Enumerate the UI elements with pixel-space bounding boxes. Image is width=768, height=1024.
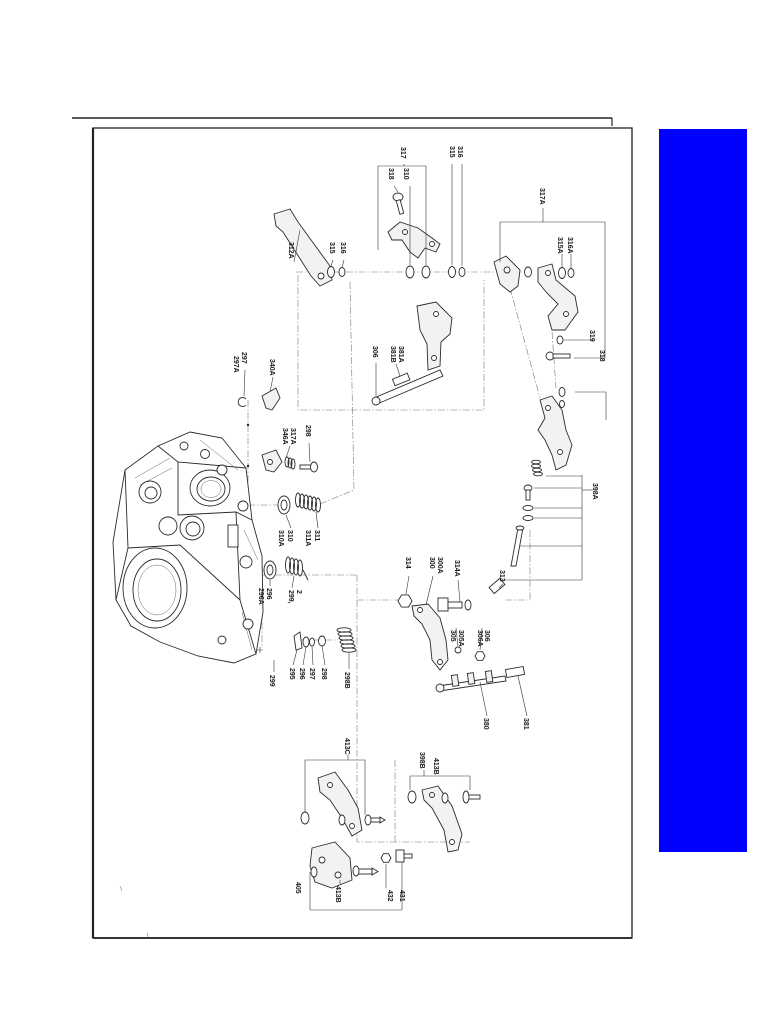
connecting-rod	[371, 369, 444, 406]
callout-label: 398A	[591, 483, 598, 500]
idle-lever-assembly	[387, 192, 466, 279]
callout-label: 318	[387, 168, 394, 180]
callout-label: 310	[402, 168, 409, 180]
page-frame	[72, 117, 633, 939]
callout-label: 297A	[232, 356, 239, 373]
callout-label: 297	[240, 352, 247, 364]
callout-label: 296	[298, 668, 305, 680]
callout-label: 316A	[566, 237, 573, 254]
callout-label: 306	[483, 630, 490, 642]
callout-label: 306A	[476, 630, 483, 647]
callout-label: 413C	[343, 738, 350, 755]
choke-lever-small	[261, 449, 296, 473]
side-panel	[659, 129, 747, 852]
registration-mark	[257, 647, 263, 653]
callout-label: 298B	[343, 672, 350, 689]
callout-label: 305A	[457, 630, 464, 647]
callout-label: 300	[428, 557, 435, 569]
screw-298	[299, 461, 318, 473]
lever-340a	[261, 387, 281, 411]
callout-label: 413B	[334, 886, 341, 903]
leader-lines	[243, 164, 607, 911]
callout-label: 319	[588, 330, 595, 342]
mounting-bracket-assembly	[309, 841, 413, 889]
callout-label: 298	[304, 425, 311, 437]
bracket-413c-assembly	[300, 771, 386, 837]
fast-idle-cam-assembly	[510, 387, 573, 567]
pin-and-washers	[293, 631, 326, 651]
callout-label: 296	[265, 588, 272, 600]
pump-rod	[435, 670, 507, 693]
callout-label: 306	[371, 346, 378, 358]
return-spring	[295, 492, 321, 513]
callout-label: 405	[294, 882, 301, 894]
callout-label: 317A	[289, 428, 296, 445]
callout-label: 316	[339, 242, 346, 254]
callout-label: 315A	[556, 237, 563, 254]
callout-label: 317A	[538, 188, 545, 205]
callout-label: 413B	[432, 758, 439, 775]
bracket-413b-assembly	[407, 785, 481, 853]
callout-label: 432	[386, 890, 393, 902]
scan-mark	[119, 885, 149, 938]
retaining-clip	[237, 397, 247, 407]
pump-lever-assembly	[397, 594, 486, 671]
washer	[338, 267, 346, 277]
washer	[327, 266, 335, 278]
callout-label: 295	[288, 668, 295, 680]
callout-label: 398B	[418, 752, 425, 769]
callout-label: 314	[404, 557, 411, 569]
callout-label: 310A	[277, 530, 284, 547]
callout-label: 300A	[436, 557, 443, 574]
callout-label: 311A	[304, 530, 311, 546]
callout-label: 318	[598, 350, 605, 362]
callout-label: 315	[448, 146, 455, 158]
callout-label: 313	[498, 570, 505, 582]
callout-label: 2	[295, 590, 302, 594]
choke-lever-assembly	[493, 255, 579, 361]
callout-label: 311	[313, 530, 320, 541]
callout-label: 314A	[453, 560, 460, 577]
callout-label: 340A	[268, 359, 275, 376]
callout-label: 299	[268, 675, 275, 687]
bushing-296	[263, 560, 277, 580]
bushing-310	[277, 495, 291, 515]
bushing	[488, 577, 506, 595]
callout-label: 298	[320, 668, 327, 680]
callout-label: 380	[482, 718, 489, 730]
spring-298b	[336, 627, 357, 653]
reference-dot	[246, 464, 250, 468]
callout-label: 305	[449, 630, 456, 642]
callout-labels: 317 318 310 316 315 312A 315 316 317A 31…	[232, 146, 605, 903]
linkage-bracket	[416, 301, 453, 371]
rod-sleeve	[504, 665, 526, 679]
callout-label: 346A	[281, 428, 288, 445]
carburetor-body	[112, 431, 264, 664]
callout-label: 381	[522, 718, 529, 730]
callout-label: 312A	[287, 242, 294, 259]
throttle-spring	[285, 556, 309, 581]
callout-label: 381A	[397, 346, 404, 363]
callout-label: 315	[328, 242, 335, 254]
callout-label: 296A	[257, 588, 264, 605]
callout-label: 381B	[389, 346, 396, 363]
callout-label: 431	[398, 890, 405, 902]
throttle-lever	[273, 208, 333, 287]
callout-label: 297	[308, 668, 315, 680]
callout-label: 310	[286, 530, 293, 542]
reference-dot	[246, 423, 250, 427]
callout-label: 317	[399, 147, 406, 159]
callout-label: 299,	[287, 590, 294, 604]
callout-label: 316	[456, 146, 463, 158]
